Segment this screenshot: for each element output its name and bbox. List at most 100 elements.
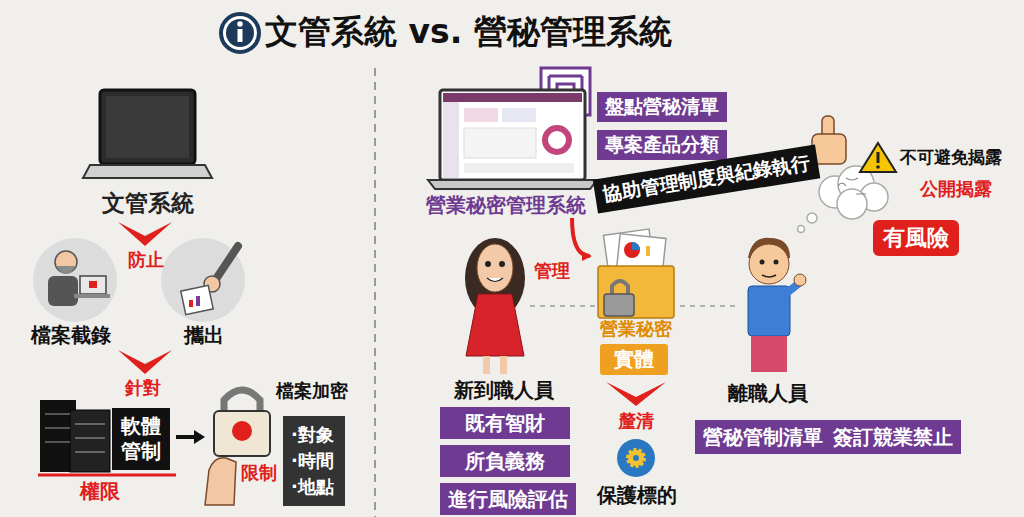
chevron bbox=[606, 382, 666, 406]
node-text: 盤點營秘清單 bbox=[605, 95, 719, 119]
laptop-right bbox=[464, 108, 498, 122]
node-text: 進行風險評估 bbox=[448, 487, 568, 512]
note-label: 不可避免揭露 bbox=[900, 147, 1002, 167]
laptop-right bbox=[502, 108, 536, 122]
connector-arrow bbox=[572, 218, 590, 256]
server-rack bbox=[40, 400, 110, 472]
person-capture-icon bbox=[33, 238, 117, 322]
title-icon bbox=[226, 19, 254, 47]
folder-figure: 營業秘密 bbox=[590, 226, 682, 340]
title-icon bbox=[237, 21, 243, 27]
title-icon bbox=[238, 29, 243, 42]
node-text: 營業秘密 bbox=[600, 318, 672, 341]
man-figure bbox=[748, 286, 790, 336]
woman-figure bbox=[483, 356, 490, 374]
laptop-right bbox=[464, 128, 536, 158]
thumbs-up bbox=[812, 116, 846, 164]
process-box: 所負義務 bbox=[440, 445, 570, 477]
woman-figure bbox=[477, 244, 513, 292]
title-icon bbox=[221, 14, 259, 52]
process-box: 軟體管制 bbox=[112, 408, 170, 470]
shield-icon bbox=[617, 439, 655, 477]
title-icon bbox=[221, 14, 259, 52]
node-text: 簽訂競業禁止 bbox=[833, 425, 953, 450]
folder-icon bbox=[604, 294, 634, 316]
laptop-right bbox=[545, 128, 569, 152]
chevron bbox=[118, 222, 172, 246]
node-text: ·對象 ·時間 ·地點 bbox=[291, 422, 337, 500]
node-text: 所負義務 bbox=[465, 449, 545, 474]
man-figure bbox=[749, 244, 789, 284]
server-rack bbox=[75, 423, 105, 425]
man-figure bbox=[748, 238, 806, 372]
woman-figure bbox=[485, 261, 491, 267]
folder-icon bbox=[612, 281, 628, 295]
folder-icon bbox=[624, 242, 640, 258]
laptop-left bbox=[106, 96, 189, 158]
padlock-hand bbox=[214, 411, 270, 456]
icon-caption: 檔案截錄 bbox=[31, 323, 111, 347]
thought-cloud bbox=[838, 178, 866, 194]
target-label: 權限 bbox=[80, 479, 120, 503]
chevron bbox=[118, 350, 172, 374]
man-figure bbox=[762, 275, 776, 277]
node-text: 營秘管制清單 bbox=[703, 425, 823, 450]
process-box: 既有智財 bbox=[440, 407, 570, 439]
node-text: 軟體管制 bbox=[120, 414, 162, 464]
list-box: ·對象 ·時間 ·地點 bbox=[283, 416, 345, 506]
folder-icon bbox=[598, 229, 674, 318]
warning-box: 有風險 bbox=[873, 220, 959, 256]
process-box: 營秘管制清單 bbox=[695, 420, 831, 454]
woman-figure bbox=[499, 261, 505, 267]
icon-caption: 檔案加密 bbox=[276, 380, 348, 402]
padlock-hand bbox=[224, 390, 260, 412]
shield-icon bbox=[617, 439, 655, 477]
hand-carry-icon bbox=[214, 246, 238, 282]
thought-cloud bbox=[798, 226, 805, 233]
warning-sign bbox=[860, 143, 896, 172]
laptop-left bbox=[83, 165, 212, 178]
hand-carry-icon bbox=[161, 238, 245, 322]
server-rack bbox=[75, 451, 105, 453]
server-rack bbox=[75, 437, 105, 439]
laptop-left bbox=[83, 90, 212, 178]
note-label: 公開揭露 bbox=[920, 178, 992, 200]
action-label: 防止 bbox=[128, 249, 164, 271]
laptop-right bbox=[440, 90, 585, 180]
thought-cloud bbox=[807, 213, 817, 223]
shield-icon bbox=[628, 450, 644, 466]
laptop-figure: 文管系統 bbox=[78, 86, 218, 218]
laptop-right bbox=[443, 102, 459, 178]
title: 文管系統 vs. 營秘管理系統 bbox=[265, 12, 672, 52]
person-capture-icon bbox=[89, 281, 97, 288]
process-box: 簽訂競業禁止 bbox=[825, 420, 961, 454]
folder-icon bbox=[632, 242, 640, 250]
server-rack bbox=[45, 427, 70, 429]
man-figure bbox=[794, 274, 806, 286]
underline bbox=[38, 474, 176, 477]
woman-figure bbox=[466, 294, 524, 356]
entity-box: 實體 bbox=[600, 344, 668, 375]
laptop-right bbox=[443, 93, 582, 102]
woman-figure bbox=[465, 238, 525, 374]
shield-icon bbox=[633, 455, 639, 461]
server-rack bbox=[70, 410, 110, 472]
padlock-hand bbox=[205, 458, 236, 505]
server-rack bbox=[45, 413, 70, 415]
person-capture-icon bbox=[80, 276, 106, 294]
divider bbox=[374, 68, 376, 517]
node-text: 既有智財 bbox=[465, 411, 545, 436]
node-text: 營業秘密管理系統 bbox=[426, 193, 586, 218]
hand-carry-icon bbox=[181, 285, 213, 314]
icon-caption: 保護標的 bbox=[597, 483, 677, 507]
process-box: 盤點營秘清單 bbox=[597, 92, 727, 122]
hand-carry-icon bbox=[189, 300, 193, 307]
person-capture-icon bbox=[55, 251, 77, 273]
person-capture-icon bbox=[74, 294, 110, 298]
arrow-black bbox=[194, 430, 205, 444]
node-text: 專案產品分類 bbox=[605, 133, 719, 157]
node-text: 文管系統 bbox=[102, 189, 194, 218]
padlock-hand bbox=[232, 421, 252, 441]
